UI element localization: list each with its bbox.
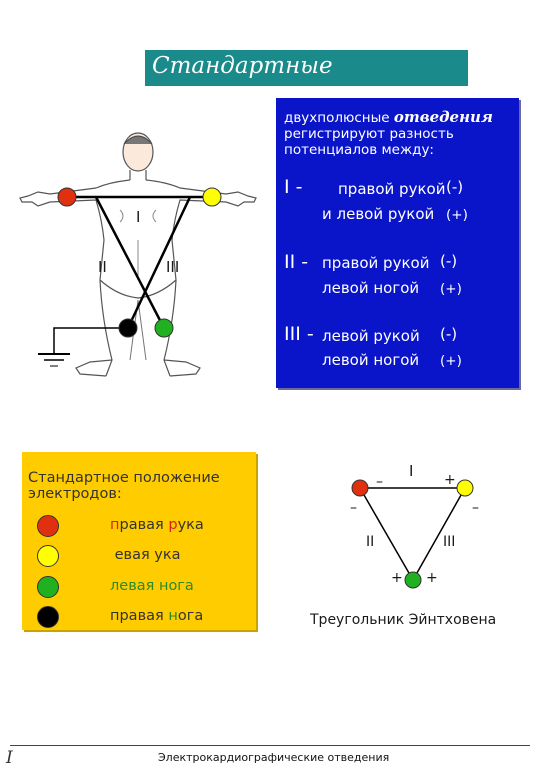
- page-title: Стандартные: [152, 53, 333, 79]
- right-hand: [19, 191, 51, 207]
- lead-iii-number: III -: [284, 323, 314, 345]
- sign-plus-bottom-right: +: [426, 570, 438, 586]
- triangle-vertex-left-leg: [404, 571, 422, 589]
- sign-minus-top-left: –: [376, 474, 383, 490]
- sign-plus-top-right: +: [444, 472, 456, 488]
- left-hand: [225, 191, 257, 207]
- triangle-top-label: I: [409, 462, 414, 480]
- legend-dot-left-arm: [37, 545, 59, 567]
- lead-i-sign-a: (-): [446, 178, 464, 196]
- triangle-caption: Треугольник Эйнтховена: [310, 612, 497, 628]
- lead-iii-sign-b: (+): [440, 353, 462, 369]
- lead-ii-sign-b: (+): [440, 281, 462, 297]
- electrode-right-arm: [57, 187, 77, 207]
- intro-line-2: регистрируют разность: [284, 126, 454, 142]
- right-foot: [75, 359, 113, 377]
- figure-lead-ii-label: II: [98, 258, 107, 276]
- lead-iii-sign-a: (-): [440, 325, 458, 343]
- lead-i-sign-b: (+): [446, 207, 468, 223]
- legend-item-left-leg: левая нога: [110, 578, 194, 594]
- ground-wire: [53, 327, 128, 354]
- lead-i-pole-a: правой рукой: [338, 180, 446, 198]
- lead-i-pole-b: и левой рукой: [322, 205, 435, 223]
- lead-iii-pole-b: левой ногой: [322, 351, 420, 369]
- triangle-left-label: II: [366, 534, 375, 550]
- sign-minus-right: –: [472, 500, 479, 516]
- legend-item-right-leg: правая нога: [110, 608, 204, 624]
- footer-caption: Электрокардиографические отведения: [158, 751, 390, 764]
- intro-plain-text: двухполюсные: [284, 110, 390, 126]
- legend-dot-right-arm: [37, 515, 59, 537]
- triangle-outline: [358, 487, 467, 582]
- title-bar: [145, 50, 468, 86]
- triangle-vertex-left-arm: [456, 479, 474, 497]
- intro-line-1: двухполюсные отведения: [284, 108, 493, 126]
- legend-item-right-arm: правая рука: [110, 517, 204, 533]
- electrode-left-arm: [202, 187, 222, 207]
- einthoven-triangle-diagram: [351, 479, 474, 589]
- lead-ii-pole-b: левой ногой: [322, 279, 420, 297]
- lead-ii-pole-a: правой рукой: [322, 254, 430, 272]
- electrode-left-leg: [154, 318, 174, 338]
- hair: [123, 135, 153, 145]
- electrode-placement-panel: [22, 452, 256, 630]
- intro-line-3: потенциалов между:: [284, 142, 434, 158]
- footer-divider: [10, 745, 530, 746]
- body-figure-illustration: [19, 132, 257, 377]
- legend-dot-left-leg: [37, 576, 59, 598]
- shoulders-arms-top: [49, 179, 227, 195]
- sign-plus-bottom-left: +: [391, 570, 403, 586]
- lead-i-number: I -: [284, 176, 303, 198]
- left-foot: [163, 359, 201, 377]
- lead-iii-wire: [126, 196, 192, 329]
- figure-lead-iii-label: III: [166, 258, 180, 276]
- electrode-heading-line-1: Стандартное положение: [28, 470, 220, 486]
- lead-ii-wire: [94, 196, 166, 329]
- legend-dot-right-leg: [37, 606, 59, 628]
- intro-emphasis-text: отведения: [393, 108, 493, 126]
- torso-outline: [49, 199, 227, 299]
- legend-item-left-arm: евая ука: [114, 547, 181, 563]
- sign-minus-left: –: [350, 500, 357, 516]
- leads-description-panel: [276, 98, 519, 388]
- electrode-heading-line-2: электродов:: [28, 486, 122, 502]
- footer-page-mark: I: [6, 748, 13, 768]
- lead-iii-pole-a: левой рукой: [322, 327, 420, 345]
- figure-lead-i-label: I: [136, 208, 141, 226]
- electrode-right-leg: [118, 318, 138, 338]
- lead-ii-sign-a: (-): [440, 252, 458, 270]
- triangle-right-label: III: [443, 534, 456, 550]
- triangle-vertex-right-arm: [351, 479, 369, 497]
- lead-ii-number: II -: [284, 251, 309, 273]
